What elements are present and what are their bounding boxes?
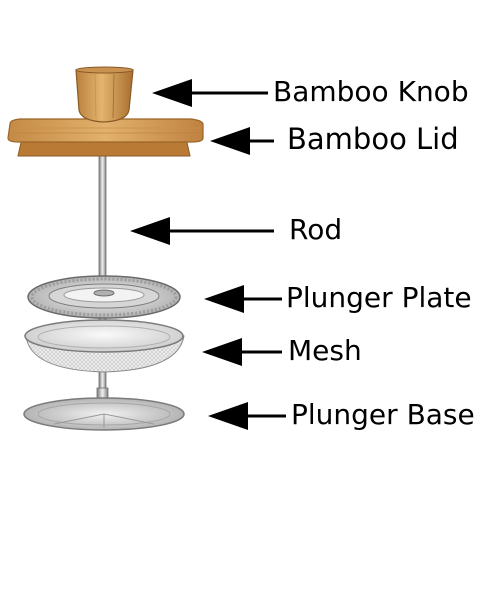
label-bamboo-knob: Bamboo Knob <box>273 75 469 108</box>
label-rod: Rod <box>289 213 343 246</box>
bamboo-lid <box>7 118 204 157</box>
arrow-mesh <box>202 338 282 366</box>
label-plunger-plate: Plunger Plate <box>286 281 472 314</box>
mesh <box>24 319 185 373</box>
arrow-knob <box>152 79 268 107</box>
plunger-plate <box>27 275 181 319</box>
label-bamboo-lid: Bamboo Lid <box>287 122 459 156</box>
plunger-base <box>23 387 185 431</box>
arrow-lid <box>210 127 274 155</box>
arrow-plunger-plate <box>204 285 282 313</box>
arrow-plunger-base <box>208 402 286 430</box>
label-plunger-base: Plunger Base <box>291 398 475 431</box>
arrow-rod <box>130 217 274 245</box>
bamboo-knob <box>75 66 134 123</box>
label-mesh: Mesh <box>288 334 362 367</box>
